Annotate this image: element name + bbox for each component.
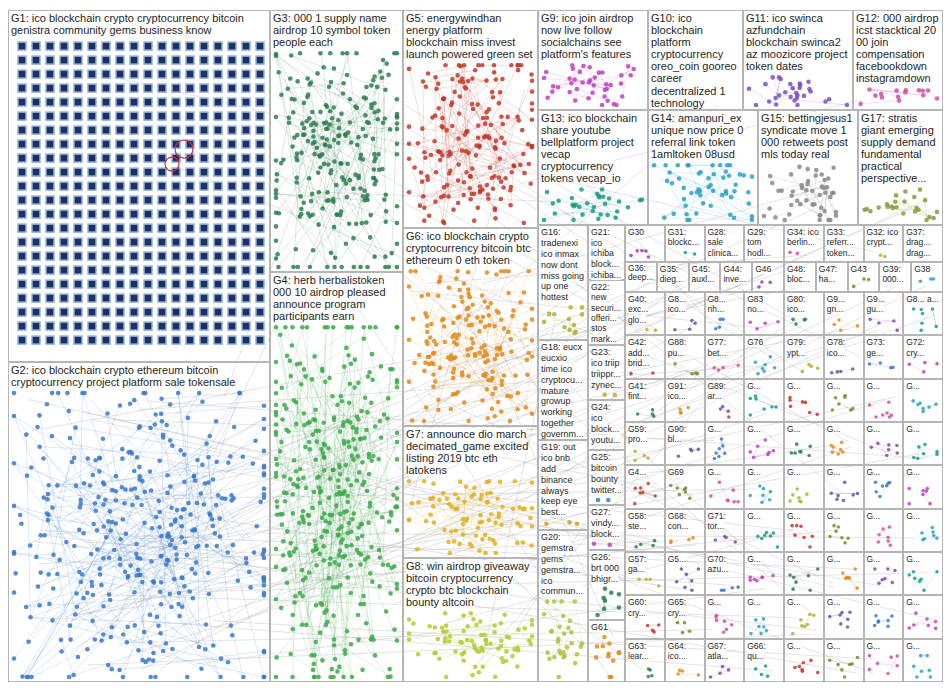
graph-canvas: G1: ico blockchain crypto cryptocurrency… <box>0 0 950 688</box>
